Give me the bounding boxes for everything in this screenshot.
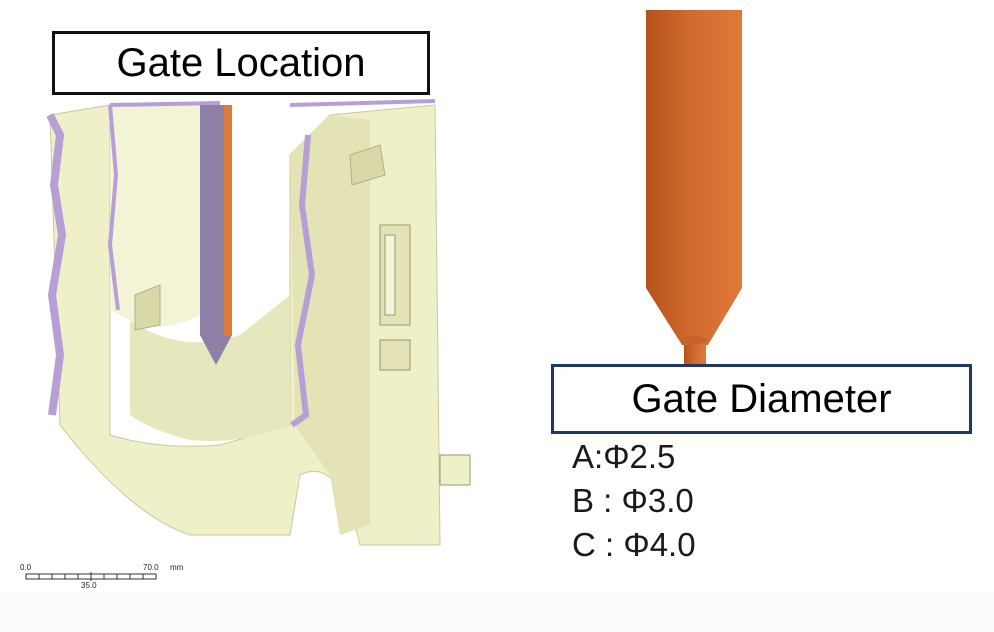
part-right-wall [290,115,370,535]
tab-feature [439,454,471,486]
clip-feature [379,339,411,371]
cut-edge-top [109,99,436,107]
cut-edge-inner [107,104,120,311]
scale-bar [25,572,157,581]
option-a-sep: : [594,438,604,475]
option-a: A:Φ2.5 [572,438,675,476]
option-c: C : Φ4.0 [572,526,696,564]
gate-sprue-model [646,10,742,365]
option-c-letter: C [572,526,596,563]
gate-diameter-label: Gate Diameter [551,364,972,434]
gate-orifice [684,345,706,365]
sprue-cone [646,288,742,345]
option-b: B : Φ3.0 [572,482,694,520]
scale-unit-label: mm [170,563,184,572]
gate-runner-side [224,105,232,335]
gate-location-model [46,99,471,546]
scale-end-label: 70.0 [143,563,159,572]
option-b-sep: : [594,482,622,519]
sprue-cylinder [646,10,742,288]
option-c-sep: : [595,526,624,563]
rib-feature [134,284,161,331]
boss-feature [349,144,386,186]
part-inner-wall [110,105,200,327]
part-floor [130,295,290,441]
option-b-letter: B [572,482,595,519]
cut-edge-right [290,134,316,428]
sprue-cone-rim [681,336,707,344]
gate-runner-face [200,105,224,335]
gate-location-label: Gate Location [52,31,430,95]
option-c-value: Φ4.0 [623,526,696,563]
option-a-letter: A [572,438,595,475]
slot-feature-2 [384,234,396,316]
background-band [0,592,994,632]
option-a-value: Φ2.5 [603,438,676,475]
cut-edge-left [46,113,67,416]
gate-tip [200,335,232,365]
scale-start-label: 0.0 [20,563,32,572]
scale-mid-label: 35.0 [81,581,97,590]
option-b-value: Φ3.0 [621,482,694,519]
